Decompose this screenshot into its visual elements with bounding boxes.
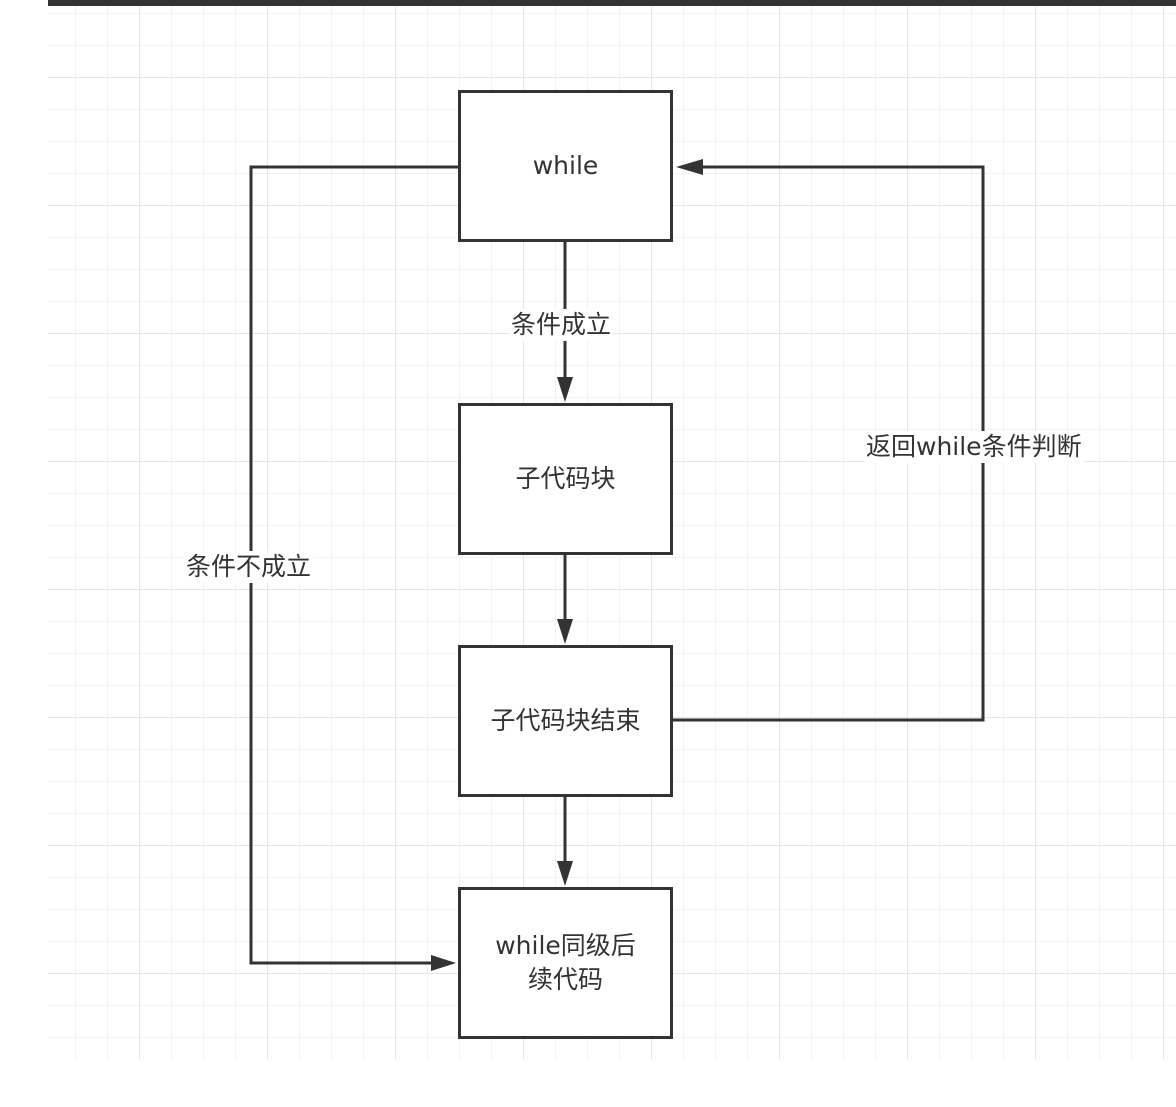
top-toolbar-strip (48, 0, 1176, 6)
node-after-while-label-line1: while同级后 (495, 931, 636, 960)
node-sub-block[interactable]: 子代码块 (458, 403, 673, 555)
node-sub-block-label: 子代码块 (515, 464, 616, 493)
arrowhead-to-after (557, 861, 573, 886)
arrowhead-to-sub-block-end (557, 619, 573, 644)
arrowhead-back-to-while (676, 159, 703, 175)
arrowhead-to-sub-block (557, 377, 573, 402)
edge-label-back-to-check: 返回while条件判断 (864, 431, 1084, 463)
arrowhead-left-to-after (431, 955, 456, 971)
node-sub-block-end-label: 子代码块结束 (490, 706, 641, 735)
node-while[interactable]: while (458, 90, 673, 242)
edge-label-condition-true: 条件成立 (509, 309, 614, 341)
node-sub-block-end[interactable]: 子代码块结束 (458, 645, 673, 797)
node-after-while-label-line2: 续代码 (527, 965, 603, 994)
edge-label-condition-false: 条件不成立 (184, 551, 314, 583)
node-while-label: while (532, 151, 599, 180)
node-after-while[interactable]: while同级后 续代码 (458, 887, 673, 1039)
